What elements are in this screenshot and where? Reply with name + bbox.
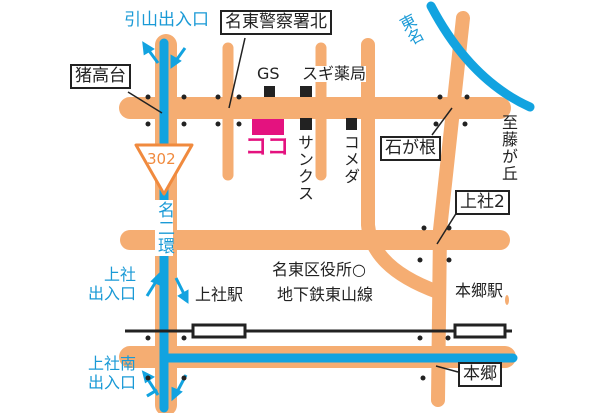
expressway-tomei — [426, 1, 535, 112]
station-hongo-marker — [453, 323, 507, 339]
meinikan-label: 名二環 — [154, 201, 174, 255]
intersection-dots — [145, 94, 470, 381]
kamiyashiro-exit-label: 上社 出入口 — [88, 265, 137, 304]
landmark-komeda-marker — [346, 118, 357, 130]
ward-office-label: 名東区役所○ — [272, 260, 366, 279]
intersection-ishigane: 石が根 — [380, 136, 441, 161]
intersection-kamiyashiro2: 上社2 — [455, 190, 510, 215]
road-curve — [361, 38, 445, 299]
landmark-gs-marker — [264, 86, 275, 97]
direction-fujigaoka: 至藤が丘 — [499, 114, 518, 182]
landmark-gs: GS — [257, 64, 280, 83]
landmark-sugi-marker — [300, 86, 312, 97]
station-kamiyashiro-label: 上社駅 — [195, 285, 244, 304]
kamiyashiro-minami-exit-label: 上社南 出入口 — [88, 354, 137, 393]
intersection-meito-police-north: 名東警察署北 — [220, 10, 332, 35]
landmark-sunkus: サンクス — [295, 134, 314, 202]
intersection-inotakadai: 猪高台 — [70, 64, 131, 89]
route-302-sign — [134, 143, 194, 196]
route-302-number: 302 — [147, 150, 176, 168]
intersection-hongo: 本郷 — [458, 362, 502, 387]
landmark-sugi: スギ薬局 — [302, 64, 367, 83]
landmark-sunkus-marker — [300, 118, 312, 130]
hikiyama-exit-label: 引山出入口 — [124, 10, 209, 30]
landmark-komeda: コメダ — [341, 134, 360, 185]
subway-line-label: 地下鉄東山線 — [277, 285, 374, 304]
destination-marker — [252, 119, 284, 135]
destination-label: ココ — [245, 135, 290, 160]
station-kamiyashiro-marker — [191, 323, 247, 339]
station-hongo-label: 本郷駅 — [455, 281, 504, 300]
